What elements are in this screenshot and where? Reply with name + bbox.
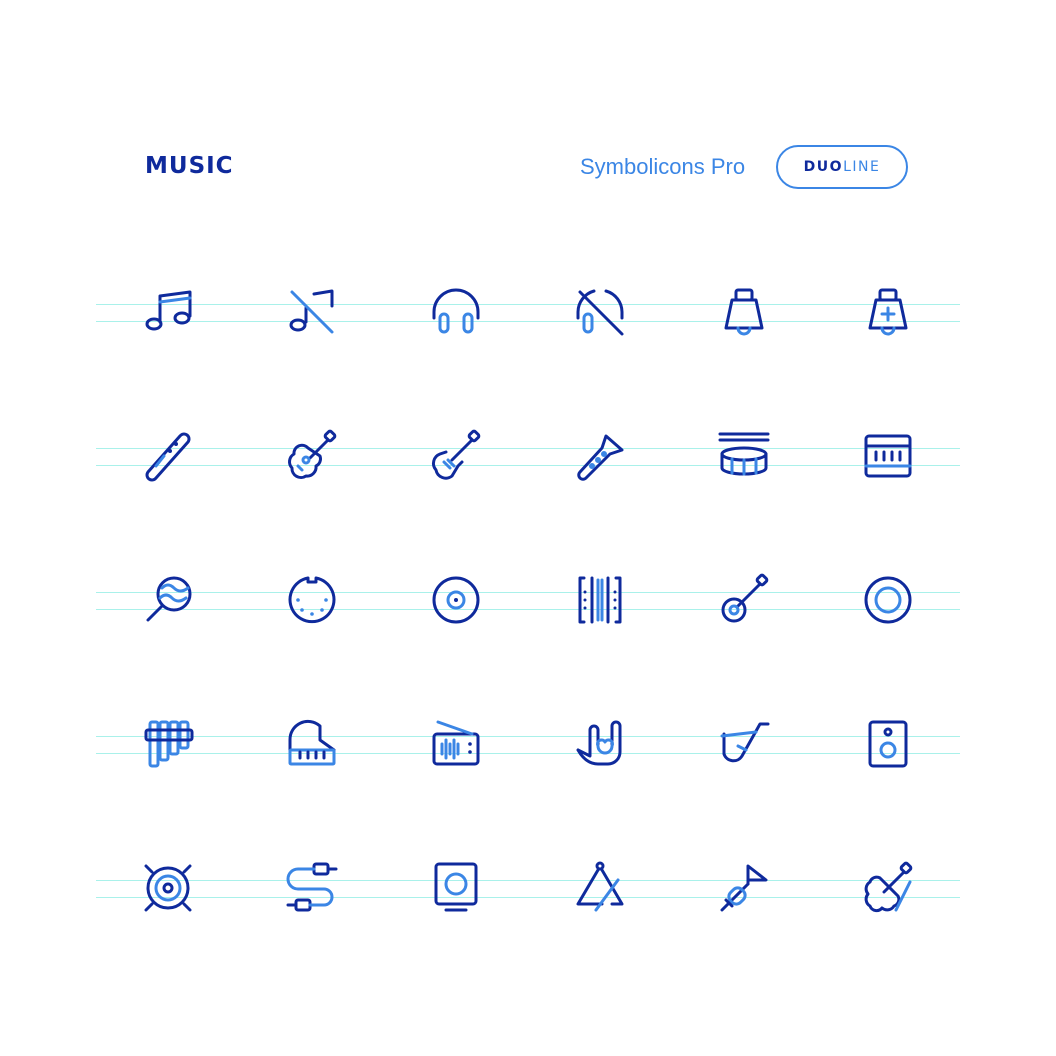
guide-lines-row-2	[96, 448, 960, 466]
accordion-icon	[572, 572, 628, 628]
subwoofer-icon	[140, 860, 196, 916]
monitor-speaker-icon	[428, 860, 484, 916]
audio-cable-icon	[284, 860, 340, 916]
saxophone-icon	[716, 716, 772, 772]
acoustic-guitar-icon	[284, 428, 340, 484]
headphones-icon	[428, 284, 484, 340]
rock-hand-icon	[572, 716, 628, 772]
pan-flute-icon	[140, 716, 196, 772]
guide-lines-row-1	[96, 304, 960, 322]
record-button-icon	[860, 572, 916, 628]
music-note-off-icon	[284, 284, 340, 340]
brand-name: Symbolicons Pro	[580, 154, 746, 179]
guide-lines-row-5	[96, 880, 960, 898]
radio-icon	[428, 716, 484, 772]
guide-lines-row-3	[96, 592, 960, 610]
music-note-icon	[140, 284, 196, 340]
cowbell-add-icon	[860, 284, 916, 340]
cowbell-icon	[716, 284, 772, 340]
snare-drum-icon	[716, 428, 772, 484]
maraca-icon	[140, 572, 196, 628]
badge-primary-label: DUO	[803, 159, 844, 175]
page-title: MUSIC	[145, 153, 234, 179]
violin-icon	[860, 860, 916, 916]
grand-piano-icon	[284, 716, 340, 772]
trumpet-horn-icon	[572, 428, 628, 484]
vinyl-record-icon	[428, 572, 484, 628]
electric-guitar-icon	[428, 428, 484, 484]
flute-icon	[140, 428, 196, 484]
keyboard-icon	[860, 428, 916, 484]
guide-lines-row-4	[96, 736, 960, 754]
trumpet-icon	[716, 860, 772, 916]
badge-secondary-label: LINE	[843, 159, 881, 175]
triangle-icon	[572, 860, 628, 916]
speaker-icon	[860, 716, 916, 772]
midi-knob-icon	[284, 572, 340, 628]
headphones-off-icon	[572, 284, 628, 340]
banjo-icon	[716, 572, 772, 628]
